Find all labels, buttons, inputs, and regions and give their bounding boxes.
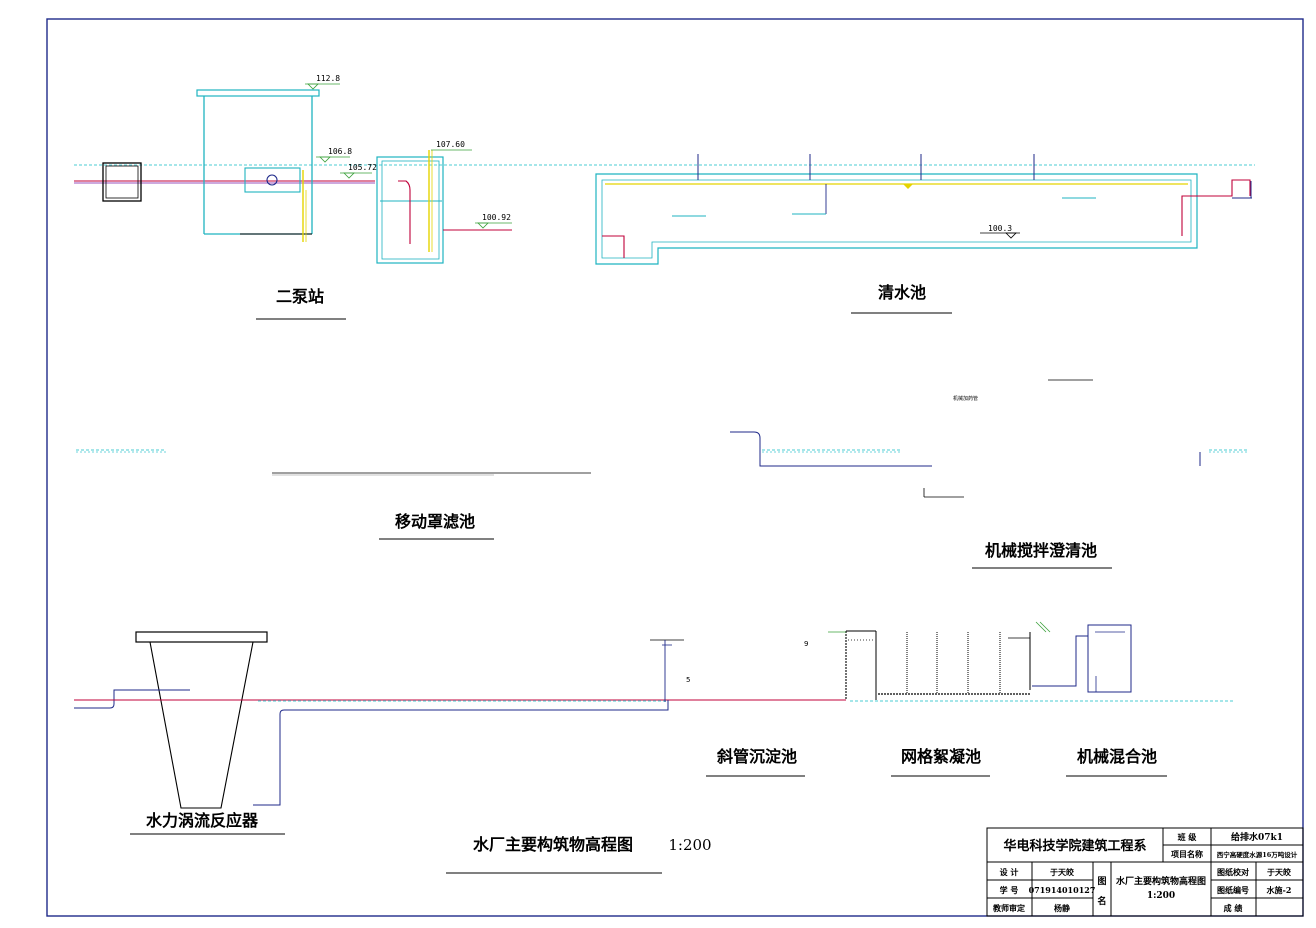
label-clear-well: 清水池 [878,283,926,302]
tb-class-value: 给排水07k1 [1231,831,1283,843]
tb-name-label-1: 图 [1097,876,1106,887]
pump-station-section: 112.8 106.8 105.72 [74,74,1255,242]
tube-settler-section: 5 [650,639,690,702]
filter-section [76,449,591,476]
tb-check-label: 图纸校对 [1217,867,1249,877]
title-block [986,827,1304,917]
label-vortex-reactor: 水力涡流反应器 [146,811,259,830]
vortex-reactor-section [74,631,846,809]
elevation-106-8: 106.8 [328,147,352,156]
drawing-frame [46,18,1304,917]
tb-design-label: 设 计 [1000,867,1019,877]
tb-name-value: 水厂主要构筑物高程图 [1116,875,1206,887]
tb-no-label: 图纸编号 [1217,885,1249,895]
tb-check-value: 于天皎 [1267,867,1291,877]
dimension-5: 5 [686,676,690,684]
tb-school: 华电科技学院建筑工程系 [1003,838,1146,854]
elevation-100-3: 100.3 [988,224,1012,233]
elevation-112-8: 112.8 [316,74,340,83]
tb-grade-label: 成 绩 [1224,903,1243,913]
mech-mixing-section [1032,624,1132,693]
label-mech-mixing: 机械混合池 [1077,747,1157,766]
grid-flocculation-section: 9 [804,621,1234,702]
label-filter: 移动罩滤池 [395,512,475,531]
clarifier-section: 机械加药管 [730,379,1249,498]
tb-id-label: 学 号 [1000,885,1019,895]
tb-no-value: 水施-2 [1266,885,1292,895]
drawing-scale: 1:200 [668,836,711,854]
tank-section: 107.60 100.92 [376,140,512,264]
dimension-9: 9 [804,640,808,648]
note-dosing-pipe: 机械加药管 [953,395,978,402]
tb-class-label: 班 级 [1178,832,1198,842]
elevation-107-60: 107.60 [436,140,465,149]
elevation-105-72: 105.72 [348,163,377,172]
elevation-100-92: 100.92 [482,213,511,222]
label-tube-settler: 斜管沉淀池 [716,747,797,766]
tb-id-value: 071914010127 [1029,885,1096,895]
tb-name-label-2: 名 [1097,895,1106,907]
tb-project-value: 西宁高硬度水源16万吨设计 [1217,850,1298,859]
tb-design-value: 于天皎 [1050,867,1074,877]
label-grid-flocculation: 网格絮凝池 [901,747,981,766]
drawing-title: 水厂主要构筑物高程图 [473,835,633,854]
label-pump-station: 二泵站 [276,287,324,306]
tb-project-label: 项目名称 [1171,849,1203,859]
label-clarifier: 机械搅拌澄清池 [985,541,1097,560]
clear-well-section: 100.3 [595,154,1252,265]
tb-review-label: 教师审定 [992,903,1025,913]
tb-name-scale: 1:200 [1147,891,1175,901]
tb-review-value: 杨静 [1054,903,1070,913]
